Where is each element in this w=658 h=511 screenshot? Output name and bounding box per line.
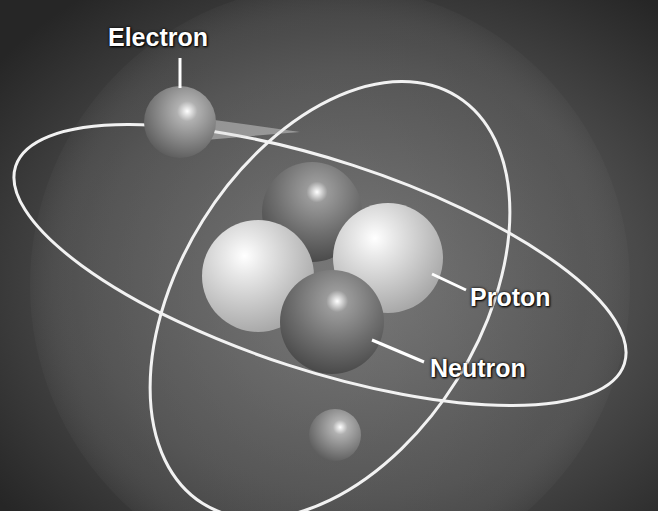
proton-label: Proton [470,284,551,312]
neutron-label: Neutron [430,355,526,383]
electron-label: Electron [108,24,208,52]
